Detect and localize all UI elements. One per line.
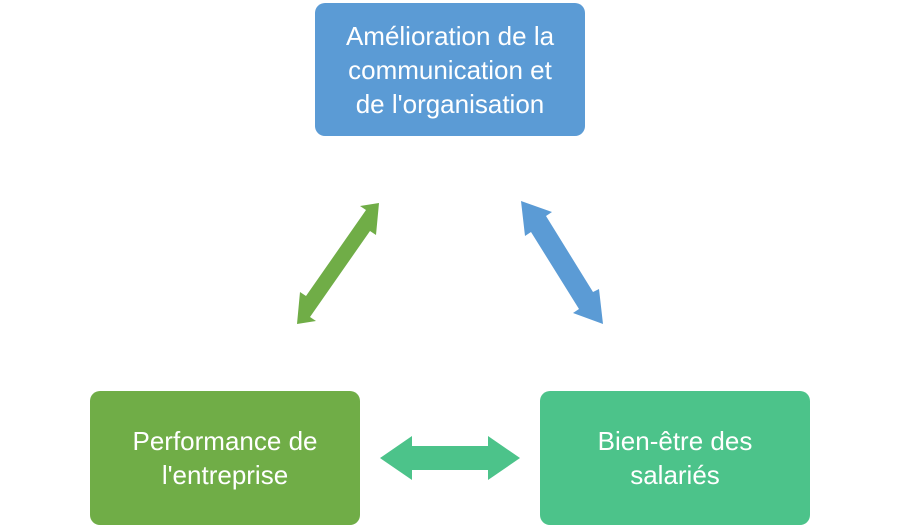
node-performance: Performance de l'entreprise bbox=[90, 391, 360, 525]
node-communication-label: Amélioration de la communication et de l… bbox=[345, 20, 555, 119]
node-wellbeing: Bien-être des salariés bbox=[540, 391, 810, 525]
node-communication: Amélioration de la communication et de l… bbox=[315, 3, 585, 136]
arrow-left-right bbox=[380, 436, 520, 480]
node-performance-label: Performance de l'entreprise bbox=[132, 426, 318, 490]
node-wellbeing-label: Bien-être des salariés bbox=[597, 426, 753, 490]
arrow-top-right bbox=[521, 201, 603, 324]
arrow-top-left bbox=[297, 203, 379, 324]
